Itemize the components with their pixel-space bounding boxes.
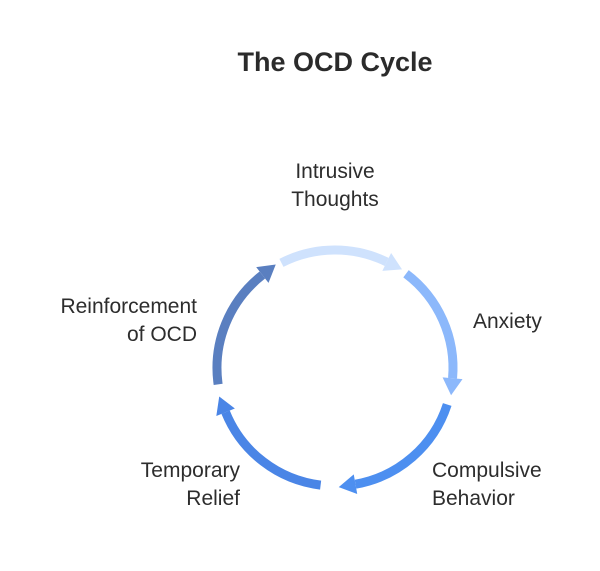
arrow-shaft xyxy=(279,245,389,267)
arrow-compulsive-to-relief xyxy=(338,403,452,495)
label-line: Reinforcement xyxy=(60,295,197,318)
arrow-reinforcement-to-intrusive xyxy=(212,264,276,386)
step-label-temporary-relief: Temporary Relief xyxy=(60,457,240,513)
step-label-anxiety: Anxiety xyxy=(473,308,542,336)
arrow-intrusive-to-anxiety xyxy=(279,245,403,271)
label-line: Intrusive xyxy=(295,160,375,183)
arrow-head xyxy=(256,264,276,283)
label-line: Relief xyxy=(186,487,240,510)
arrow-head xyxy=(442,377,463,396)
arrow-shaft xyxy=(221,410,322,490)
step-label-reinforcement-of-ocd: Reinforcement of OCD xyxy=(20,293,197,349)
arrow-head xyxy=(338,474,358,495)
arrow-head xyxy=(382,252,403,271)
arrow-relief-to-reinforcement xyxy=(216,396,322,490)
arrow-shaft xyxy=(354,403,452,489)
arrow-shaft xyxy=(212,271,266,386)
arrow-head xyxy=(216,396,235,416)
label-line: Temporary xyxy=(140,459,240,482)
arrow-shaft xyxy=(403,270,458,379)
diagram-title: The OCD Cycle xyxy=(237,47,433,77)
label-line: Thoughts xyxy=(291,188,379,211)
label-line: Compulsive xyxy=(432,459,542,482)
label-line: Anxiety xyxy=(473,310,542,333)
arrow-anxiety-to-compulsive xyxy=(403,270,463,396)
step-label-intrusive-thoughts: Intrusive Thoughts xyxy=(250,158,420,214)
step-label-compulsive-behavior: Compulsive Behavior xyxy=(432,457,542,513)
label-line: of OCD xyxy=(126,323,197,346)
label-line: Behavior xyxy=(432,487,515,510)
